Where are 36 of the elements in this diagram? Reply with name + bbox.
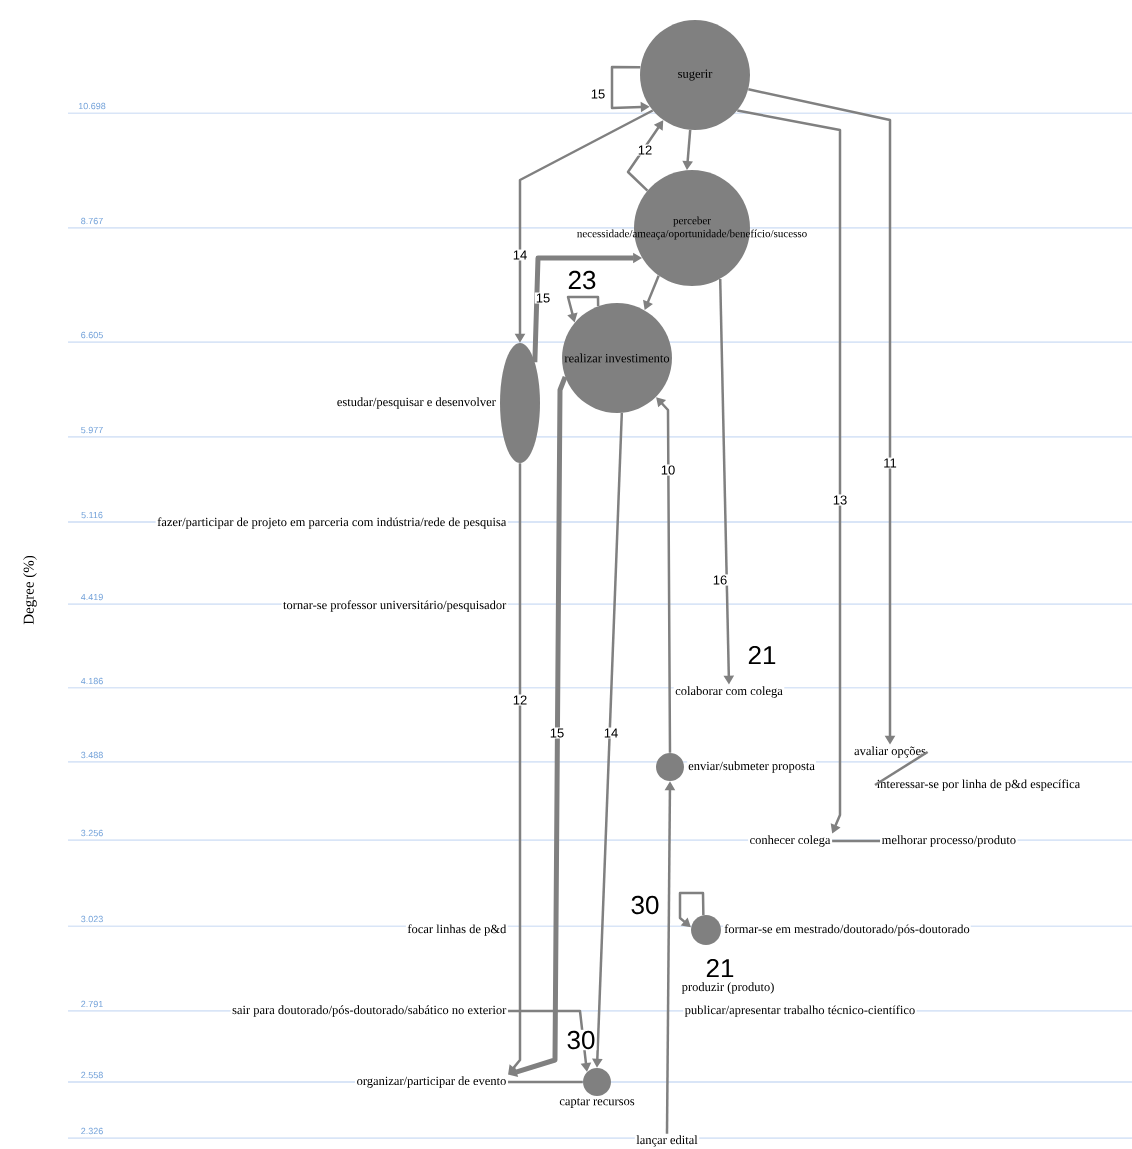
edge-label: 14 xyxy=(511,249,529,261)
tick-label: 3.256 xyxy=(81,829,103,837)
tick-label: 3.023 xyxy=(81,915,103,923)
tick-label: 3.488 xyxy=(81,751,103,759)
edge-label: 16 xyxy=(711,574,729,586)
tick-label: 6.605 xyxy=(81,331,103,339)
tick-label: 4.186 xyxy=(80,677,103,685)
node-label: enviar/submeter proposta xyxy=(688,761,815,773)
edge-label: 15 xyxy=(589,88,607,100)
tick-label: 5.977 xyxy=(81,426,103,434)
tick-label: 8.767 xyxy=(81,217,103,225)
edge-label: 13 xyxy=(831,494,849,506)
edge-label: 15 xyxy=(534,292,552,304)
arrow xyxy=(656,397,672,753)
circle-node: enviar/submeter proposta xyxy=(656,753,816,781)
edge-label: 14 xyxy=(602,727,620,739)
node-label: estudar/pesquisar e desenvolver xyxy=(337,397,496,409)
tick-label: 10.698 xyxy=(78,102,106,110)
edge-label: 10 xyxy=(659,464,677,476)
tick-label: 2.558 xyxy=(81,1071,103,1079)
circle-node: realizar investimento xyxy=(562,303,672,413)
circle-node: formar-se em mestrado/doutorado/pós-doutorado xyxy=(691,915,971,945)
tick-label: 5.116 xyxy=(81,511,103,519)
tick-label: 2.326 xyxy=(81,1127,103,1135)
edge-label: 15 xyxy=(548,727,566,739)
tick-label: 4.419 xyxy=(80,593,103,601)
circle-node: sugerir xyxy=(640,20,750,130)
edge-label: 11 xyxy=(882,457,898,469)
node-label: formar-se em mestrado/doutorado/pós-doutorado xyxy=(724,924,970,936)
circle-node: estudar/pesquisar e desenvolver xyxy=(335,343,540,463)
tick-label: 2.791 xyxy=(81,1000,103,1008)
node-label: captar recursos xyxy=(559,1098,635,1108)
axis-title: Degree (%) xyxy=(23,555,37,625)
edge-label: 12 xyxy=(636,144,654,156)
edge-label: 12 xyxy=(511,694,529,706)
circle-node: captar recursos xyxy=(558,1068,636,1109)
